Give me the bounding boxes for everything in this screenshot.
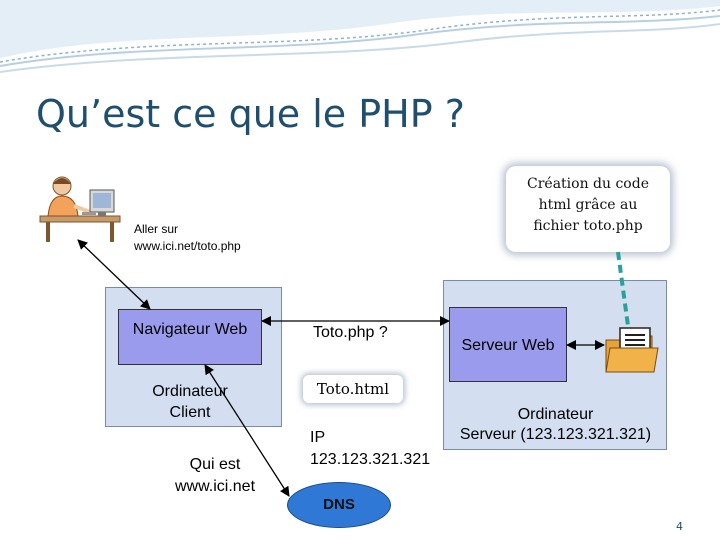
- dns-answer-label: IP 123.123.321.321: [310, 427, 430, 471]
- user-instruction-line-1: Aller sur: [134, 222, 179, 236]
- dns-query-label: Qui est www.ici.net: [160, 454, 270, 498]
- response-label: Toto.html: [303, 375, 403, 403]
- page-title: Qu’est ce que le PHP ?: [36, 92, 465, 136]
- web-server-label: Serveur Web: [461, 337, 555, 354]
- dns-answer-line-1: IP: [310, 429, 326, 446]
- user-at-computer-icon: [39, 176, 121, 242]
- browser-label: Navigateur Web: [132, 321, 248, 338]
- server-computer-line-1: Ordinateur: [517, 406, 594, 423]
- user-instruction-line-2: www.ici.net/toto.php: [134, 239, 241, 253]
- request-label: Toto.php ?: [313, 324, 388, 341]
- server-computer-label: Ordinateur Serveur (123.123.321.321): [443, 405, 668, 445]
- client-computer-label: Ordinateur Client: [152, 383, 228, 421]
- web-server-box: Serveur Web: [449, 307, 567, 382]
- user-instruction: Aller sur www.ici.net/toto.php: [134, 221, 241, 255]
- dns-query-line-1: Qui est: [189, 456, 241, 473]
- callout-line-3: fichier toto.php: [533, 218, 643, 234]
- php-file-folder-icon: [605, 327, 659, 373]
- callout-line-1: Création du code: [527, 176, 649, 192]
- dns-server: DNS: [287, 482, 391, 528]
- browser-box: Navigateur Web: [118, 309, 262, 365]
- php-generation-callout: Création du code html grâce au fichier t…: [506, 166, 670, 252]
- page-number: 4: [676, 520, 683, 533]
- server-computer-line-2: Serveur (123.123.321.321): [459, 426, 652, 443]
- dns-answer-line-2: 123.123.321.321: [310, 451, 431, 468]
- callout-line-2: html grâce au: [538, 197, 638, 213]
- header-banner: [0, 0, 720, 80]
- dns-query-line-2: www.ici.net: [174, 478, 256, 495]
